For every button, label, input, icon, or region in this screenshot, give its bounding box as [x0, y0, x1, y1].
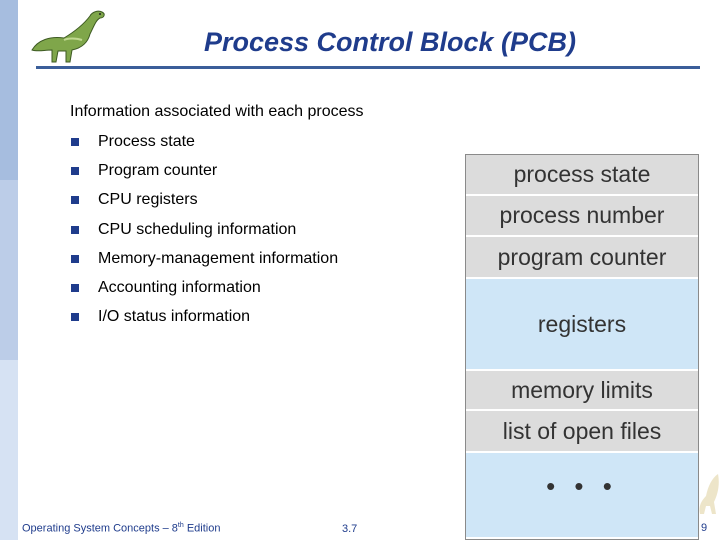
square-bullet-icon [71, 283, 79, 292]
footer-right-number: 9 [701, 522, 708, 534]
pcb-cell-registers: registers [466, 279, 698, 371]
bullet-item: Process state [70, 133, 338, 162]
square-bullet-icon [71, 167, 79, 176]
bullet-item: Accounting information [70, 279, 338, 308]
pcb-cell-program-counter: program counter [466, 237, 698, 279]
bullet-item: I/O status information [70, 308, 338, 337]
title-underline [36, 66, 700, 69]
left-decorative-stripe [0, 0, 18, 540]
bullet-item: Program counter [70, 162, 338, 191]
bullet-item: Memory-management information [70, 250, 338, 279]
pcb-cell-ellipsis: • • • [466, 453, 698, 539]
pcb-cell-memory-limits: memory limits [466, 371, 698, 411]
pcb-cell-open-files: list of open files [466, 411, 698, 453]
bullet-item: CPU registers [70, 191, 338, 220]
dinosaur-logo-icon [31, 10, 105, 63]
footer-book-title: Operating System Concepts – 8th Edition [22, 522, 221, 535]
pcb-cell-process-state: process state [466, 155, 698, 196]
square-bullet-icon [71, 138, 79, 146]
dinosaur-watermark-icon [699, 474, 719, 514]
square-bullet-icon [71, 254, 79, 263]
intro-text: Information associated with each process [70, 103, 364, 120]
square-bullet-icon [71, 313, 79, 322]
pcb-diagram: process state process number program cou… [465, 154, 699, 540]
square-bullet-icon [71, 196, 79, 205]
square-bullet-icon [71, 225, 79, 234]
bullet-item: CPU scheduling information [70, 221, 338, 250]
slide-title: Process Control Block (PCB) [203, 27, 577, 57]
bullet-list: Process state Program counter CPU regist… [70, 133, 338, 337]
footer-page-number: 3.7 [342, 523, 358, 535]
pcb-cell-process-number: process number [466, 196, 698, 237]
